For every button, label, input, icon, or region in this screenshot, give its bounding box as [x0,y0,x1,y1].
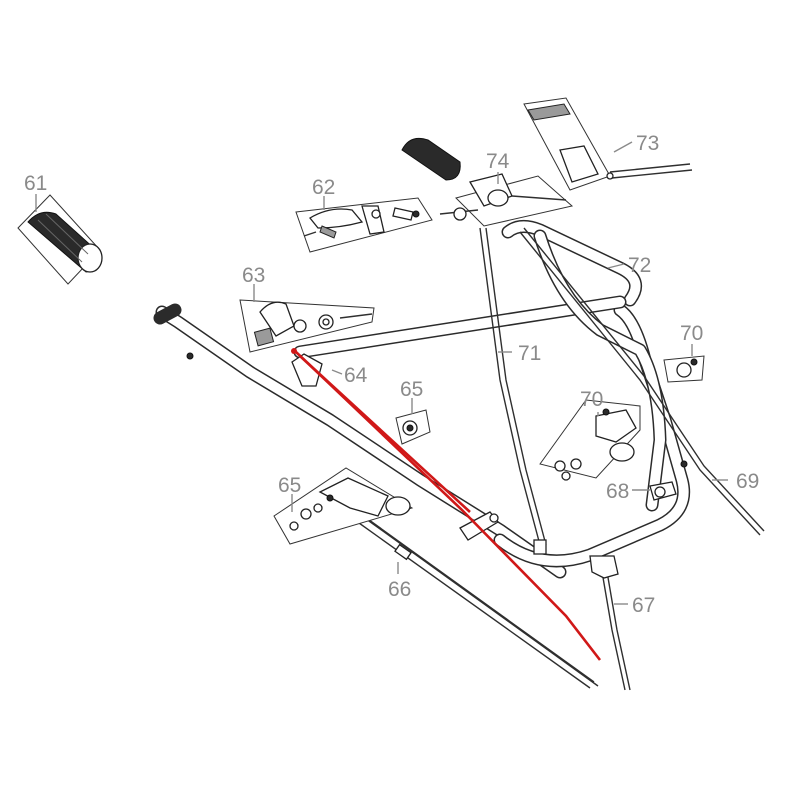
callout-leaders [35,141,728,605]
cable-71 [479,227,547,555]
clamp-68 [649,460,688,501]
bracket-assembly-65-lower [273,467,414,545]
callout-63: 63 [242,264,265,287]
callout-68: 68 [606,480,629,503]
lever-assembly-62 [295,197,433,253]
control-box-74 [401,137,574,227]
bracket-assembly-70 [539,399,641,481]
callout-67: 67 [632,594,655,617]
callout-70-panel: 70 [580,388,603,411]
callout-61: 61 [24,172,47,195]
callout-62: 62 [312,176,335,199]
bracket-70-small [663,355,705,383]
mount-bracket-73 [523,97,693,191]
callout-69: 69 [736,470,759,493]
callout-72: 72 [628,254,651,277]
cable-69 [519,227,765,536]
callout-71: 71 [518,342,541,365]
callout-66: 66 [388,578,411,601]
lever-assembly-63 [186,299,375,360]
callout-73: 73 [636,132,659,155]
handle-grip-61 [17,194,103,285]
bracket-65-upper [395,409,431,445]
callout-64: 64 [344,364,368,387]
rod-66 [351,511,599,689]
cable-67 [589,555,631,691]
callout-74: 74 [486,150,510,173]
cable-64-highlighted [291,348,602,661]
callout-70-small: 70 [680,322,703,345]
callout-65-upper: 65 [400,378,423,401]
callout-65-lower: 65 [278,474,301,497]
